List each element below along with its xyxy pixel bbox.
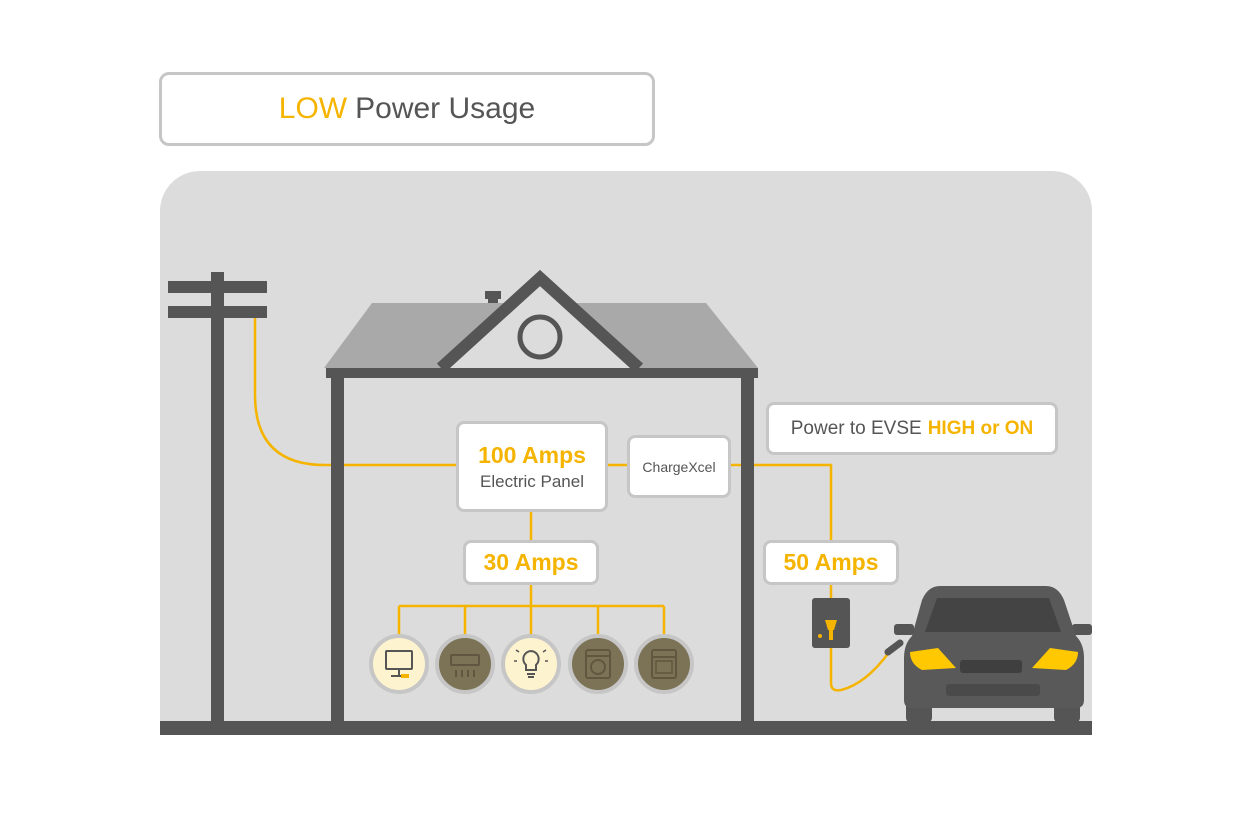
utility-pole [168, 272, 267, 722]
evse-charger [812, 598, 904, 692]
evse-status-prefix: Power to EVSE [790, 417, 922, 439]
evse-status-highlight: HIGH or ON [927, 417, 1034, 439]
chargexcel-label: ChargeXcel [642, 458, 716, 475]
evse-supply-wire [730, 463, 833, 541]
title-highlight: LOW [278, 92, 348, 125]
service-wire [253, 318, 457, 467]
title-text: Power Usage [355, 92, 536, 125]
house [324, 269, 758, 723]
appliance-air-conditioner-icon [435, 634, 495, 694]
electric-panel-box: 100 Amps Electric Panel [456, 421, 608, 512]
title-box: LOW Power Usage [159, 72, 655, 146]
household-amps-box: 30 Amps [463, 540, 599, 585]
evse-amps-box: 50 Amps [763, 540, 899, 585]
appliance-oven-icon [634, 634, 694, 694]
evse-status-box: Power to EVSE HIGH or ON [766, 402, 1058, 455]
charging-cable [829, 648, 892, 692]
evse-amps: 50 Amps [783, 549, 879, 575]
appliance-light-bulb-icon [501, 634, 561, 694]
appliance-monitor-icon [369, 634, 429, 694]
panel-amps: 100 Amps [478, 441, 586, 468]
power-wires [253, 318, 833, 636]
ground [160, 721, 1092, 735]
panel-label: Electric Panel [480, 471, 584, 491]
appliance-branch-wires [397, 583, 666, 636]
household-amps: 30 Amps [483, 549, 579, 575]
charging-plug [884, 639, 904, 656]
chargexcel-box: ChargeXcel [627, 435, 731, 498]
appliance-washing-machine-icon [568, 634, 628, 694]
electric-car [894, 586, 1092, 722]
